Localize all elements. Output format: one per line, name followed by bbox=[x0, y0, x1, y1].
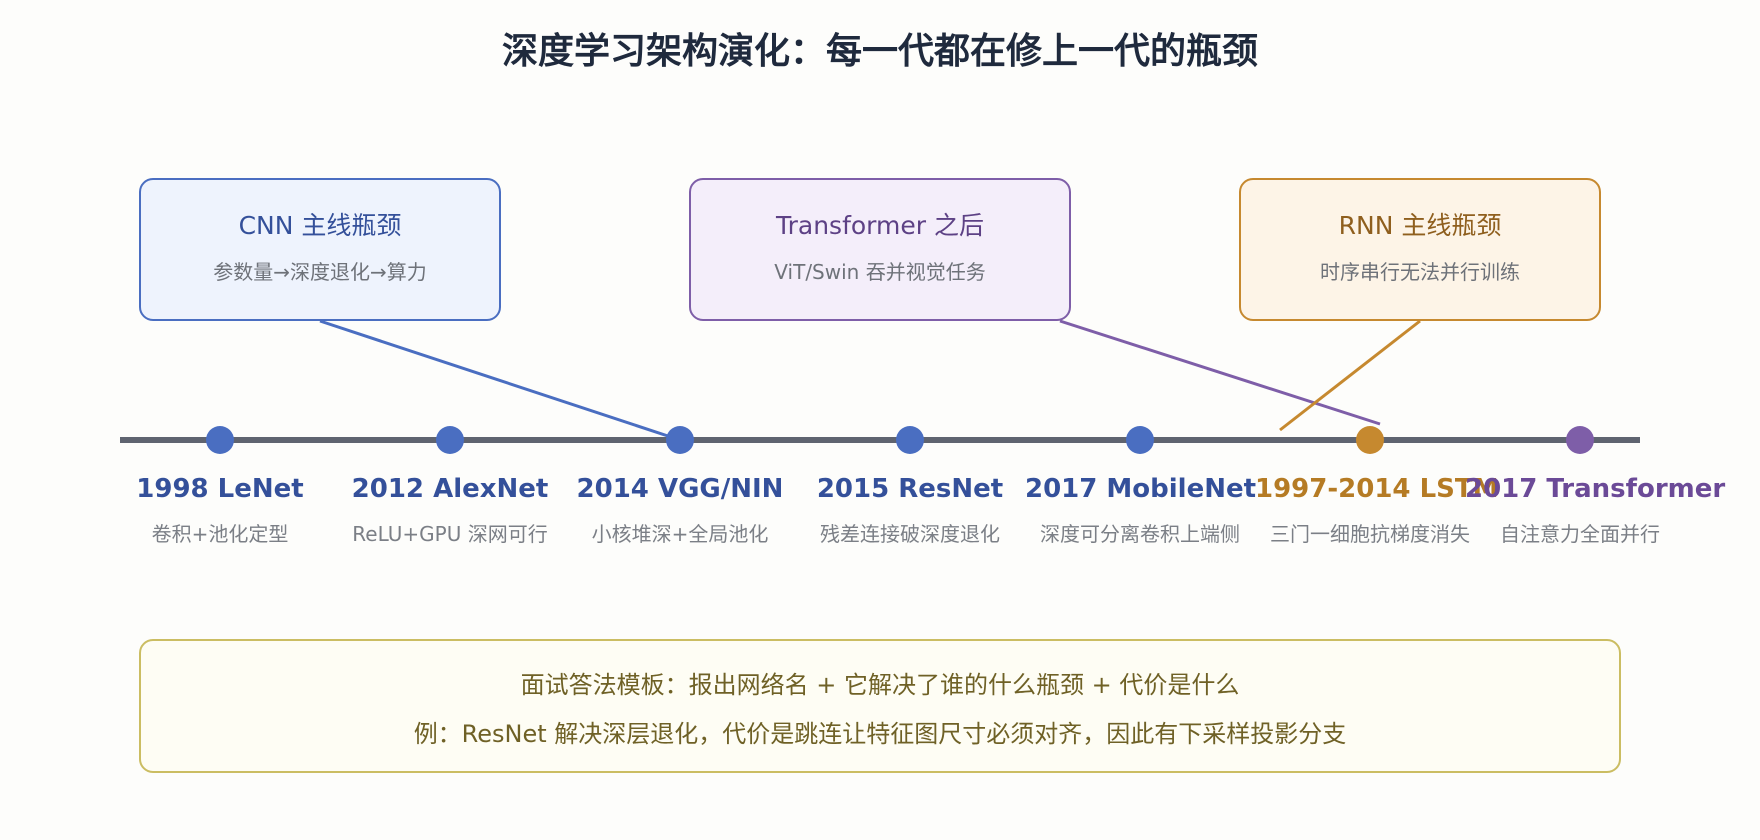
timeline-node-dot bbox=[206, 426, 234, 454]
connector-cnn bbox=[319, 319, 681, 442]
connector-transformer bbox=[1059, 319, 1381, 426]
callout-cnn-heading: CNN 主线瓶颈 bbox=[238, 211, 402, 240]
timeline-node: 1998 LeNet 卷积+池化定型 bbox=[105, 474, 335, 547]
callout-rnn: RNN 主线瓶颈 时序串行无法并行训练 bbox=[1239, 178, 1601, 321]
note-line-2: 例：ResNet 解决深层退化，代价是跳连让特征图尺寸必须对齐，因此有下采样投影… bbox=[413, 720, 1347, 748]
timeline-node-name: 2017 MobileNet bbox=[1025, 474, 1257, 504]
timeline-node-name: 2015 ResNet bbox=[816, 474, 1004, 504]
timeline-node-name: 2017 Transformer bbox=[1465, 474, 1726, 504]
timeline-node-dot bbox=[666, 426, 694, 454]
timeline-node: 2017 MobileNet 深度可分离卷积上端侧 bbox=[1025, 474, 1257, 547]
timeline-node: 2014 VGG/NIN 小核堆深+全局池化 bbox=[565, 474, 795, 547]
callout-cnn: CNN 主线瓶颈 参数量→深度退化→算力 bbox=[139, 178, 501, 321]
timeline-node-dot bbox=[1356, 426, 1384, 454]
timeline-node-desc: 小核堆深+全局池化 bbox=[591, 522, 769, 546]
timeline-node-desc: 深度可分离卷积上端侧 bbox=[1040, 522, 1240, 546]
callout-transformer-heading: Transformer 之后 bbox=[776, 211, 984, 240]
timeline-node: 2015 ResNet 残差连接破深度退化 bbox=[795, 474, 1025, 547]
callout-rnn-sub: 时序串行无法并行训练 bbox=[1320, 260, 1520, 284]
callout-transformer-sub: ViT/Swin 吞并视觉任务 bbox=[774, 260, 986, 284]
diagram-title: 深度学习架构演化：每一代都在修上一代的瓶颈 bbox=[501, 31, 1258, 72]
timeline-node-name: 2012 AlexNet bbox=[351, 474, 549, 504]
timeline-node-name: 1997-2014 LSTM bbox=[1255, 474, 1499, 504]
timeline-node-dot bbox=[896, 426, 924, 454]
timeline-node: 1997-2014 LSTM 三门一细胞抗梯度消失 bbox=[1255, 474, 1499, 547]
timeline-node-dot bbox=[1126, 426, 1154, 454]
timeline-node-desc: 残差连接破深度退化 bbox=[820, 522, 1000, 546]
interview-note: 面试答法模板：报出网络名 + 它解决了谁的什么瓶颈 + 代价是什么 例：ResN… bbox=[139, 639, 1621, 773]
timeline-node-dot bbox=[436, 426, 464, 454]
callout-transformer: Transformer 之后 ViT/Swin 吞并视觉任务 bbox=[689, 178, 1071, 321]
timeline-node: 2017 Transformer 自注意力全面并行 bbox=[1465, 474, 1726, 547]
note-line-1: 面试答法模板：报出网络名 + 它解决了谁的什么瓶颈 + 代价是什么 bbox=[520, 671, 1240, 699]
timeline-node-name: 1998 LeNet bbox=[136, 474, 304, 504]
timeline-node-desc: 三门一细胞抗梯度消失 bbox=[1270, 522, 1470, 546]
timeline-node-desc: 卷积+池化定型 bbox=[151, 522, 289, 546]
callout-cnn-sub: 参数量→深度退化→算力 bbox=[213, 260, 427, 284]
timeline-node-name: 2014 VGG/NIN bbox=[576, 474, 784, 504]
connector-rnn bbox=[1279, 319, 1421, 432]
timeline-node-desc: 自注意力全面并行 bbox=[1500, 522, 1660, 546]
callout-rnn-heading: RNN 主线瓶颈 bbox=[1338, 211, 1502, 240]
timeline-node-desc: ReLU+GPU 深网可行 bbox=[352, 522, 548, 546]
timeline-node-dot bbox=[1566, 426, 1594, 454]
